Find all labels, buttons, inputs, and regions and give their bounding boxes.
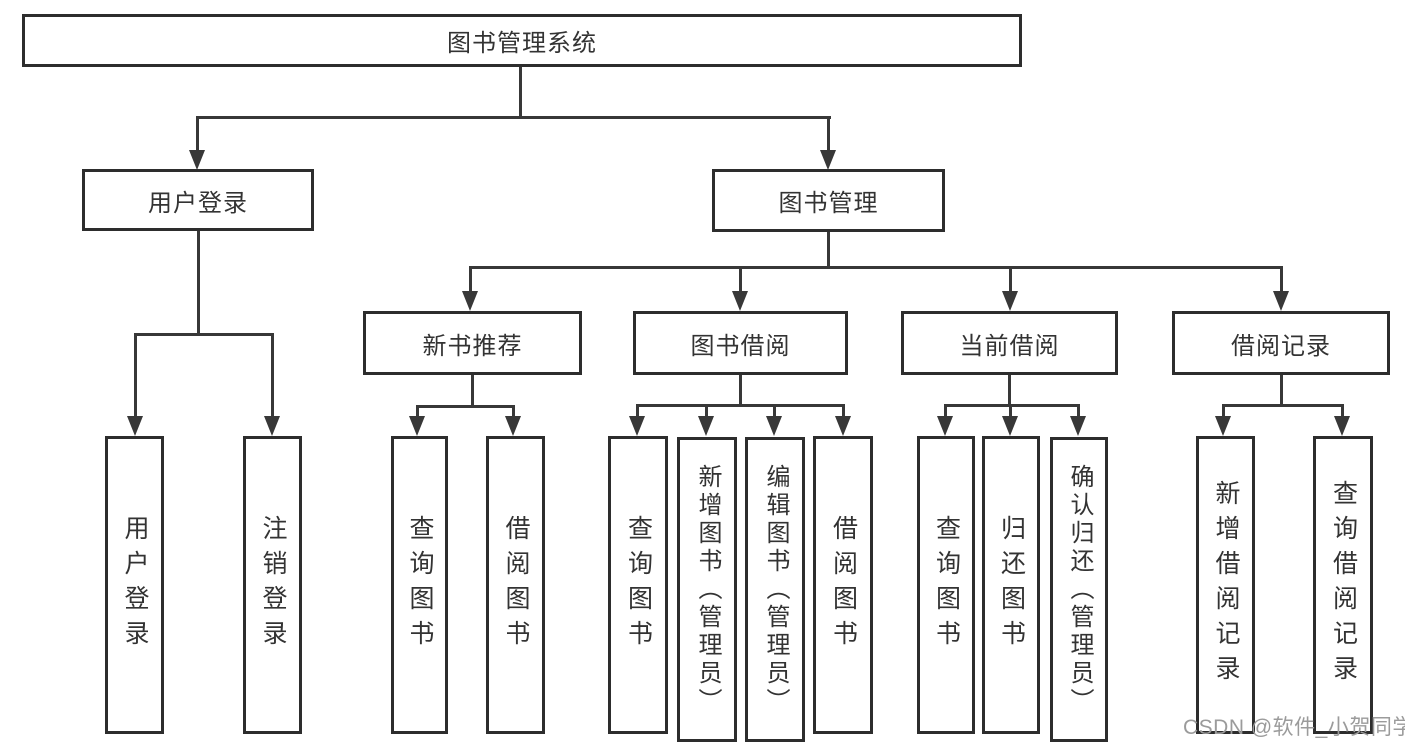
arrow-down-icon bbox=[409, 416, 425, 436]
connector-arrow-mgmt-line bbox=[827, 116, 830, 152]
leaf-label: 编辑图书（管理员） bbox=[762, 463, 789, 716]
connector-group-rail bbox=[636, 404, 844, 407]
connector-group-stem bbox=[1280, 375, 1283, 406]
connector-login-rail bbox=[134, 333, 274, 336]
leaf-label: 借阅图书 bbox=[502, 515, 530, 655]
leaf-label: 借阅图书 bbox=[829, 515, 858, 655]
node-current-borrow-label: 当前借阅 bbox=[959, 332, 1060, 360]
node-new-book-recommend-label: 新书推荐 bbox=[422, 332, 523, 360]
node-current-borrow: 当前借阅 bbox=[901, 311, 1118, 375]
connector-arrow-line bbox=[1009, 266, 1012, 292]
connector-group-stem bbox=[739, 375, 742, 406]
leaf-logout-label: 注销登录 bbox=[259, 515, 287, 655]
arrow-down-icon bbox=[1273, 291, 1289, 311]
connector-arrow-line bbox=[1009, 404, 1012, 418]
connector-mgmt-stem bbox=[827, 232, 830, 268]
connector-arrow-line bbox=[944, 404, 947, 418]
csdn-watermark: CSDN @软件_小贺同学 bbox=[1183, 716, 1405, 739]
connector-login-stem bbox=[197, 231, 200, 334]
connector-group-stem bbox=[1008, 375, 1011, 406]
connector-arrow-line bbox=[469, 266, 472, 292]
arrow-down-icon bbox=[505, 416, 521, 436]
connector-arrow-line bbox=[773, 404, 776, 418]
node-book-borrow: 图书借阅 bbox=[633, 311, 848, 375]
leaf-label: 查询借阅记录 bbox=[1329, 480, 1358, 690]
node-borrow-records: 借阅记录 bbox=[1172, 311, 1390, 375]
leaf-query-books-borrow: 查询图书 bbox=[608, 436, 668, 734]
arrow-down-icon bbox=[698, 416, 714, 436]
node-book-management-label: 图书管理 bbox=[778, 190, 879, 217]
leaf-query-books-current: 查询图书 bbox=[917, 436, 975, 734]
connector-arrow-line bbox=[416, 405, 419, 418]
connector-arrow-line bbox=[1077, 404, 1080, 418]
arrow-down-icon bbox=[189, 150, 205, 170]
arrow-down-icon bbox=[127, 416, 143, 436]
connector-arrow-line bbox=[271, 333, 274, 417]
leaf-user-login: 用户登录 bbox=[105, 436, 164, 734]
arrow-down-icon bbox=[462, 291, 478, 311]
node-borrow-records-label: 借阅记录 bbox=[1231, 332, 1331, 360]
connector-level3-rail bbox=[469, 266, 1283, 269]
arrow-down-icon bbox=[820, 150, 836, 170]
leaf-return-books: 归还图书 bbox=[982, 436, 1040, 734]
connector-arrow-line bbox=[1280, 266, 1283, 292]
connector-group-rail bbox=[1222, 404, 1343, 407]
leaf-label: 查询图书 bbox=[932, 515, 961, 655]
node-new-book-recommend: 新书推荐 bbox=[363, 311, 582, 375]
arrow-down-icon bbox=[1070, 416, 1086, 436]
connector-arrow-line bbox=[739, 266, 742, 292]
connector-arrow-line bbox=[1222, 404, 1225, 418]
node-book-borrow-label: 图书借阅 bbox=[690, 332, 791, 360]
arrow-down-icon bbox=[766, 416, 782, 436]
arrow-down-icon bbox=[937, 416, 953, 436]
arrow-down-icon bbox=[732, 291, 748, 311]
leaf-user-login-label: 用户登录 bbox=[121, 515, 149, 655]
connector-arrow-line bbox=[636, 404, 639, 418]
connector-arrow-line bbox=[705, 404, 708, 418]
arrow-down-icon bbox=[1334, 416, 1350, 436]
arrow-down-icon bbox=[1002, 291, 1018, 311]
connector-arrow-line bbox=[1341, 404, 1344, 418]
node-root-library-system: 图书管理系统 bbox=[22, 14, 1022, 67]
connector-arrow-line bbox=[842, 404, 845, 418]
connector-level2-rail bbox=[197, 116, 831, 119]
connector-arrow-line bbox=[512, 405, 515, 418]
arrow-down-icon bbox=[835, 416, 851, 436]
leaf-label: 查询图书 bbox=[406, 515, 434, 655]
node-user-login: 用户登录 bbox=[82, 169, 314, 231]
leaf-logout: 注销登录 bbox=[243, 436, 302, 734]
arrow-down-icon bbox=[1215, 416, 1231, 436]
leaf-add-book-admin: 新增图书（管理员） bbox=[677, 437, 737, 742]
leaf-label: 归还图书 bbox=[997, 515, 1026, 655]
leaf-borrow-books: 借阅图书 bbox=[813, 436, 873, 734]
leaf-borrow-books-recommend: 借阅图书 bbox=[486, 436, 545, 734]
leaf-query-borrow-record: 查询借阅记录 bbox=[1313, 436, 1373, 734]
connector-group-rail bbox=[416, 405, 515, 408]
leaf-edit-book-admin: 编辑图书（管理员） bbox=[745, 437, 805, 742]
arrow-down-icon bbox=[264, 416, 280, 436]
connector-group-stem bbox=[471, 375, 474, 407]
leaf-label: 新增借阅记录 bbox=[1212, 480, 1240, 690]
connector-arrow-login-line bbox=[196, 116, 199, 152]
node-book-management: 图书管理 bbox=[712, 169, 945, 232]
leaf-label: 查询图书 bbox=[624, 515, 653, 655]
leaf-add-borrow-record: 新增借阅记录 bbox=[1196, 436, 1255, 734]
connector-arrow-line bbox=[134, 333, 137, 417]
connector-root-stem bbox=[519, 67, 522, 117]
leaf-label: 确认归还（管理员） bbox=[1066, 463, 1093, 716]
leaf-label: 新增图书（管理员） bbox=[694, 463, 721, 716]
arrow-down-icon bbox=[1002, 416, 1018, 436]
node-root-label: 图书管理系统 bbox=[447, 30, 597, 57]
leaf-query-books-recommend: 查询图书 bbox=[391, 436, 448, 734]
leaf-confirm-return-admin: 确认归还（管理员） bbox=[1050, 437, 1108, 742]
arrow-down-icon bbox=[629, 416, 645, 436]
node-user-login-label: 用户登录 bbox=[148, 189, 248, 217]
